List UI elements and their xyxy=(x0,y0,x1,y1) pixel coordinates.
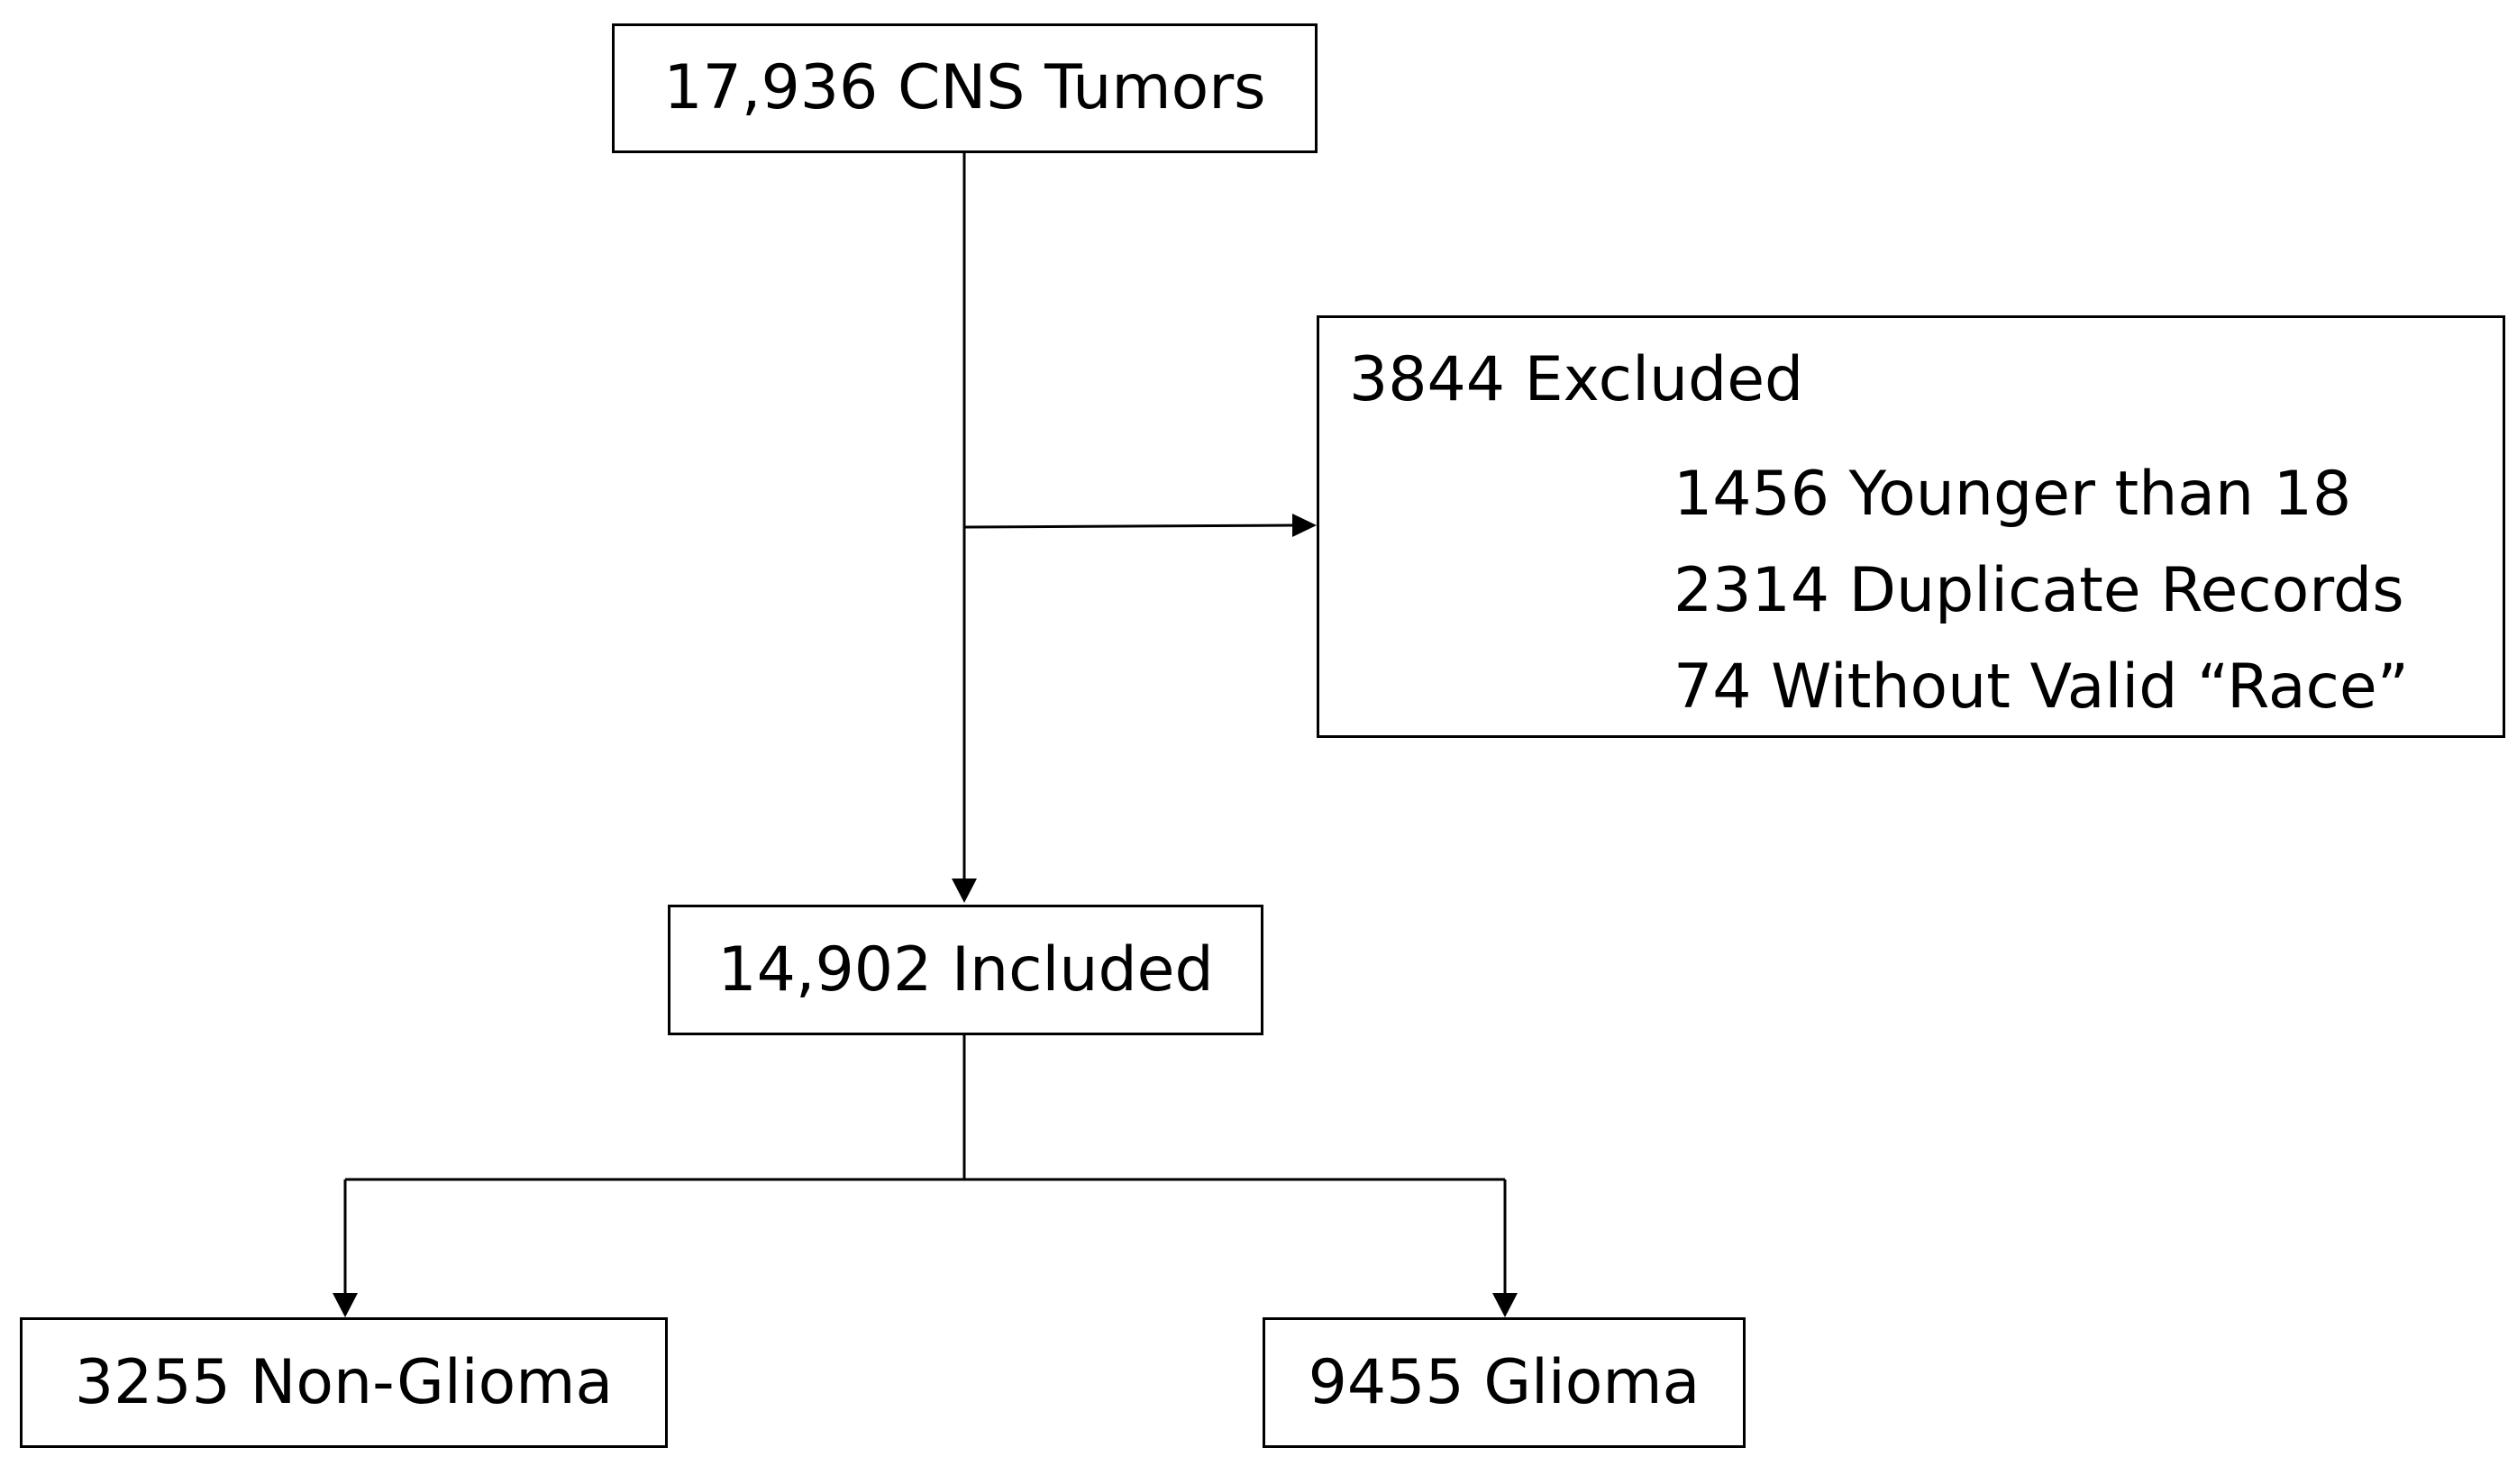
node-excluded: 3844 Excluded 1456 Younger than 18 2314 … xyxy=(1317,315,2505,738)
arrowhead-non-glioma xyxy=(333,1293,358,1317)
node-excluded-label: 3844 Excluded xyxy=(1349,344,1804,415)
arrowhead-included xyxy=(952,879,977,903)
node-total-label: 17,936 CNS Tumors xyxy=(663,52,1266,123)
node-glioma-label: 9455 Glioma xyxy=(1308,1346,1701,1418)
arrowhead-excluded xyxy=(1292,514,1317,537)
node-non-glioma-label: 3255 Non-Glioma xyxy=(74,1346,614,1418)
edge-total-to-excluded xyxy=(963,523,1293,529)
node-glioma: 9455 Glioma xyxy=(1263,1317,1746,1448)
exclusion-reason-race: 74 Without Valid “Race” xyxy=(1673,651,2409,723)
exclusion-reason-duplicates: 2314 Duplicate Records xyxy=(1673,555,2404,626)
exclusion-reasons-list: 1456 Younger than 18 2314 Duplicate Reco… xyxy=(1673,446,2409,735)
node-included-label: 14,902 Included xyxy=(717,933,1214,1006)
exclusion-reason-age: 1456 Younger than 18 xyxy=(1673,459,2352,530)
arrowhead-glioma xyxy=(1492,1293,1518,1317)
node-total-cns-tumors: 17,936 CNS Tumors xyxy=(612,23,1318,153)
node-included: 14,902 Included xyxy=(668,905,1263,1035)
node-non-glioma: 3255 Non-Glioma xyxy=(20,1317,668,1448)
